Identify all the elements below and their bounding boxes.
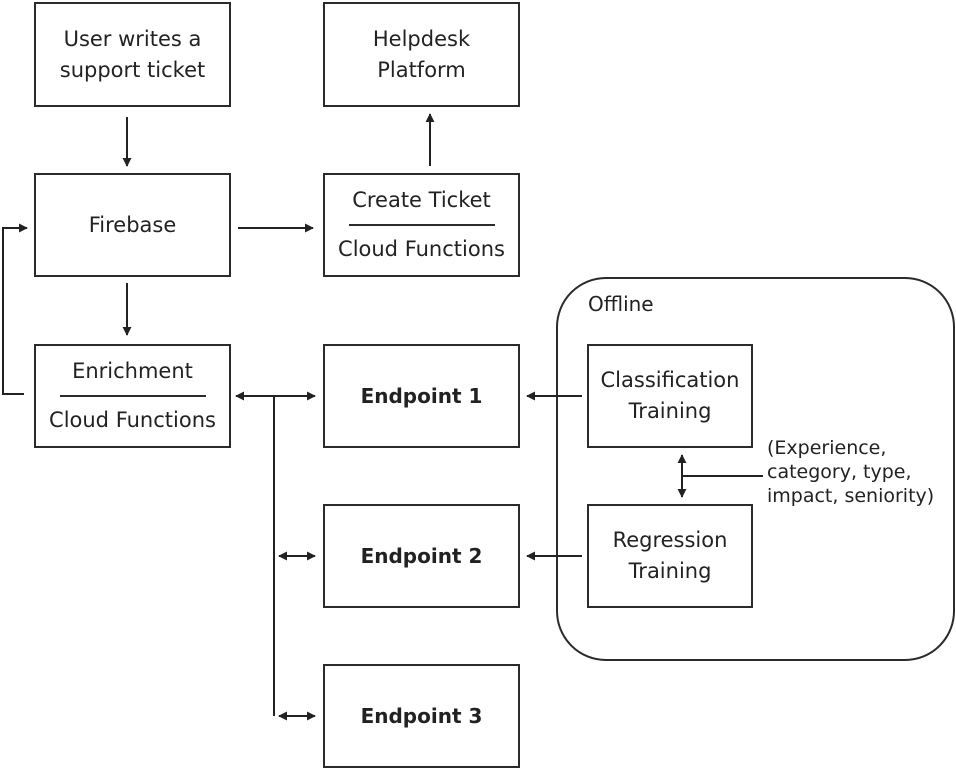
node-line: Helpdesk <box>372 26 471 51</box>
enrichment-cloud-functions-node: Enrichment Cloud Functions <box>34 344 231 448</box>
offline-group <box>556 277 955 661</box>
endpoint-2-node: Endpoint 2 <box>323 504 520 608</box>
feature-annotation: (Experience, category, type, impact, sen… <box>767 436 934 508</box>
node-label: Endpoint 3 <box>360 703 483 728</box>
node-line: Platform <box>377 57 466 82</box>
node-line: Classification <box>600 368 740 392</box>
annotation-line: impact, seniority) <box>767 485 935 507</box>
node-line: Regression <box>612 528 728 552</box>
node-line: support ticket <box>59 57 206 82</box>
node-line: User writes a <box>63 26 202 51</box>
annotation-line: (Experience, <box>767 437 887 459</box>
node-label: Endpoint 1 <box>360 383 483 408</box>
node-function-name: Enrichment <box>72 359 193 383</box>
node-platform: Cloud Functions <box>338 237 505 261</box>
node-divider <box>348 224 495 226</box>
node-divider <box>59 395 206 397</box>
annotation-line: category, type, <box>767 461 912 483</box>
arrow-enrichment-back-to-firebase <box>2 223 28 395</box>
create-ticket-cloud-functions-node: Create Ticket Cloud Functions <box>323 173 520 277</box>
node-line: Training <box>628 559 712 583</box>
classification-training-node: Classification Training <box>587 344 753 448</box>
node-label: Firebase <box>88 212 177 237</box>
endpoint-1-node: Endpoint 1 <box>323 344 520 448</box>
endpoint-3-node: Endpoint 3 <box>323 664 520 768</box>
user-writes-ticket-node: User writes a support ticket <box>34 2 231 107</box>
node-label: Endpoint 2 <box>360 543 483 568</box>
node-platform: Cloud Functions <box>49 408 216 432</box>
node-line: Training <box>628 399 712 423</box>
offline-group-label: Offline <box>588 292 654 316</box>
firebase-node: Firebase <box>34 173 231 277</box>
node-function-name: Create Ticket <box>352 188 491 212</box>
regression-training-node: Regression Training <box>587 504 753 608</box>
helpdesk-platform-node: Helpdesk Platform <box>323 2 520 107</box>
